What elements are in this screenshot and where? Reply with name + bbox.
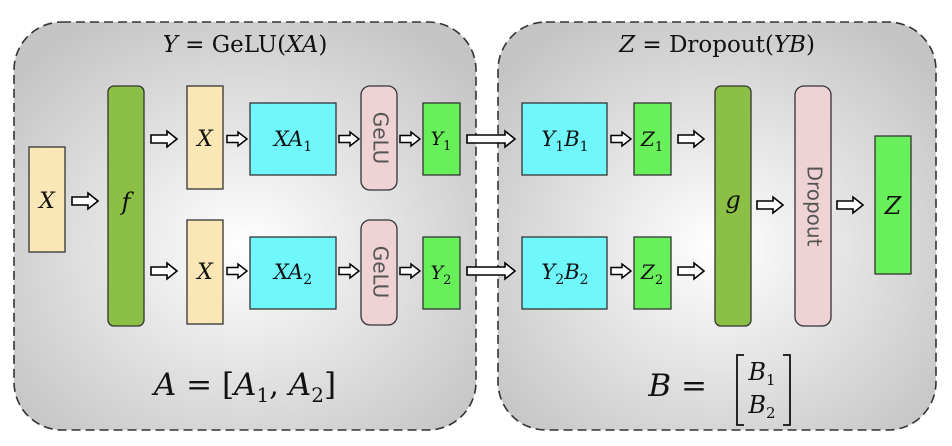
- f-box: [107, 85, 145, 327]
- branch1-z-box: [633, 102, 672, 176]
- branch2-y-box: [422, 236, 461, 310]
- branch1-xa-box: [249, 102, 337, 176]
- input-x-box: [28, 146, 66, 253]
- right-footer-bracket-left: [736, 354, 744, 426]
- branch2-gelu-box: [360, 219, 398, 326]
- dropout-label: Dropout: [803, 166, 827, 247]
- branch2-y-label: Y2: [431, 262, 452, 288]
- output-z-label: Z: [884, 192, 903, 220]
- branch1-x-box: [186, 85, 224, 190]
- branch2-xa-label: XA2: [272, 260, 312, 288]
- branch2-z-box: [633, 236, 672, 310]
- branch2-yb-box: [521, 236, 608, 310]
- g-box: [714, 85, 752, 327]
- branch2-yb-label: Y2B2: [541, 260, 588, 288]
- branch2-x-box: [186, 219, 224, 325]
- g-label: g: [725, 186, 740, 214]
- output-z-box: [874, 135, 912, 275]
- branch1-gelu-label: GeLU: [369, 112, 393, 165]
- branch1-yb-label: Y1B1: [541, 127, 588, 155]
- right-footer-bracket-right: [783, 354, 791, 426]
- branch1-y-box: [422, 102, 461, 176]
- branch2-xa-box: [249, 236, 337, 310]
- branch2-z-label: Z2: [640, 260, 663, 288]
- branch1-yb-box: [521, 102, 608, 176]
- branch2-x-label: X: [195, 260, 214, 285]
- right-panel-title: Z = Dropout(YB): [618, 32, 815, 58]
- branch1-gelu-box: [360, 85, 398, 191]
- right-footer-b1: B1: [747, 358, 775, 389]
- dropout-box: [794, 85, 832, 327]
- right-panel-footer: B = B1 B2: [647, 354, 791, 426]
- branch1-x-label: X: [195, 127, 214, 152]
- branch2-gelu-label: GeLU: [369, 246, 393, 299]
- input-x-label: X: [37, 189, 56, 214]
- left-panel-title: Y = GeLU(XA): [163, 32, 328, 58]
- branch1-y-label: Y1: [431, 128, 452, 154]
- left-panel-footer: A = [A1, A2]: [151, 367, 336, 407]
- right-footer-b2: B2: [747, 391, 775, 422]
- branch1-z-label: Z1: [640, 127, 663, 155]
- right-footer-lhs: B =: [647, 368, 707, 404]
- branch1-xa-label: XA1: [272, 127, 312, 155]
